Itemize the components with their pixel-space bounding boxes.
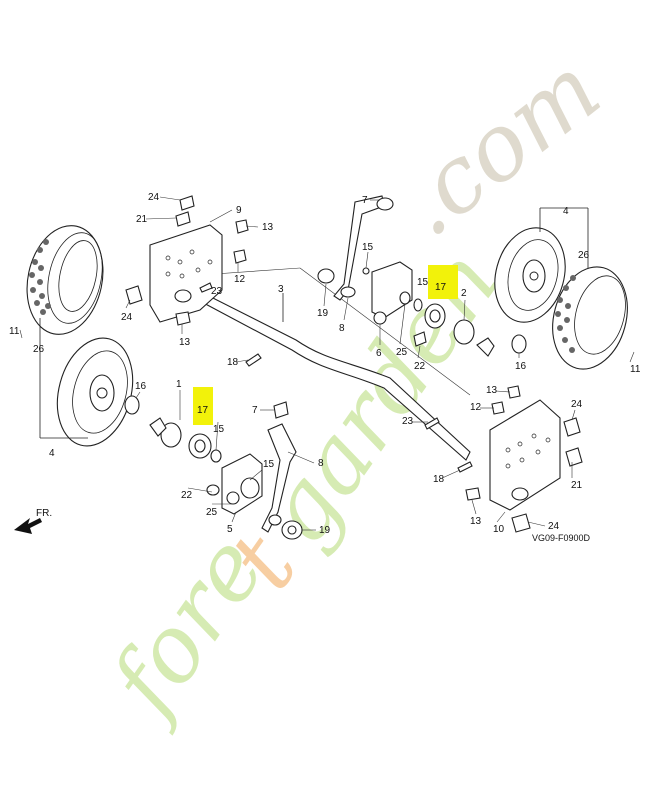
callout-1: 1 xyxy=(176,379,182,390)
right-bracket-bolts xyxy=(465,385,583,533)
callout-11: 11 xyxy=(630,364,641,375)
callout-24: 24 xyxy=(121,312,133,323)
callout-7: 7 xyxy=(252,405,258,416)
pins xyxy=(199,282,473,473)
callout-18: 18 xyxy=(227,357,239,368)
callout-16: 16 xyxy=(135,381,147,392)
leader-lines xyxy=(19,196,635,531)
right-bracket xyxy=(489,399,561,511)
callout-15: 15 xyxy=(213,424,225,435)
callouts: 24 9 21 13 12 7 15 4 26 3 23 24 13 11 26… xyxy=(9,192,641,536)
left-wheel-rim xyxy=(56,337,134,447)
callout-22: 22 xyxy=(414,361,426,372)
watermark: .com fore t garden xyxy=(87,35,620,737)
callout-19: 19 xyxy=(319,525,331,536)
drawing-code: VG09-F0900D xyxy=(532,533,591,543)
callout-8: 8 xyxy=(339,323,345,334)
callout-24: 24 xyxy=(548,521,560,532)
callout-24: 24 xyxy=(148,192,160,203)
callout-9: 9 xyxy=(236,205,242,216)
front-arrow: FR. xyxy=(14,508,52,534)
callout-21: 21 xyxy=(571,480,583,491)
callout-11: 11 xyxy=(9,326,20,337)
highlight-17-upper xyxy=(428,265,458,299)
callout-6: 6 xyxy=(376,348,382,359)
callout-4: 4 xyxy=(49,448,55,459)
left-tire xyxy=(26,225,104,335)
callout-7: 7 xyxy=(362,195,368,206)
callout-15: 15 xyxy=(263,459,275,470)
callout-12: 12 xyxy=(234,274,246,285)
callout-23: 23 xyxy=(211,286,223,297)
callout-15: 15 xyxy=(417,277,429,288)
callout-25: 25 xyxy=(206,507,218,518)
right-tire xyxy=(552,266,628,370)
callout-25: 25 xyxy=(396,347,408,358)
callout-23: 23 xyxy=(402,416,414,427)
left-bracket-bolts xyxy=(125,195,249,326)
callout-26: 26 xyxy=(33,344,45,355)
callout-12: 12 xyxy=(470,402,482,413)
left-bracket xyxy=(149,224,223,323)
callout-2: 2 xyxy=(461,288,467,299)
callout-8: 8 xyxy=(318,458,324,469)
callout-16: 16 xyxy=(515,361,527,372)
callout-17: 17 xyxy=(197,405,209,416)
callout-18: 18 xyxy=(433,474,445,485)
callout-22: 22 xyxy=(181,490,193,501)
front-arrow-label: FR. xyxy=(36,508,52,519)
upper-lever-assembly xyxy=(317,195,527,357)
callout-19: 19 xyxy=(317,308,329,319)
watermark-tld: .com xyxy=(378,35,620,257)
highlight-17-lower xyxy=(193,387,213,425)
callout-13: 13 xyxy=(470,516,482,527)
rear-axle xyxy=(197,293,471,461)
right-wheel-rim xyxy=(494,227,566,323)
callout-10: 10 xyxy=(493,524,505,535)
callout-13: 13 xyxy=(262,222,274,233)
callout-24: 24 xyxy=(571,399,583,410)
callout-26: 26 xyxy=(578,250,590,261)
callout-4: 4 xyxy=(563,206,569,217)
lower-lever-assembly xyxy=(124,395,303,540)
callout-5: 5 xyxy=(227,524,233,535)
callout-21: 21 xyxy=(136,214,148,225)
callout-3: 3 xyxy=(278,284,284,295)
callout-17: 17 xyxy=(435,282,447,293)
callout-13: 13 xyxy=(179,337,191,348)
callout-15: 15 xyxy=(362,242,374,253)
callout-13: 13 xyxy=(486,385,498,396)
